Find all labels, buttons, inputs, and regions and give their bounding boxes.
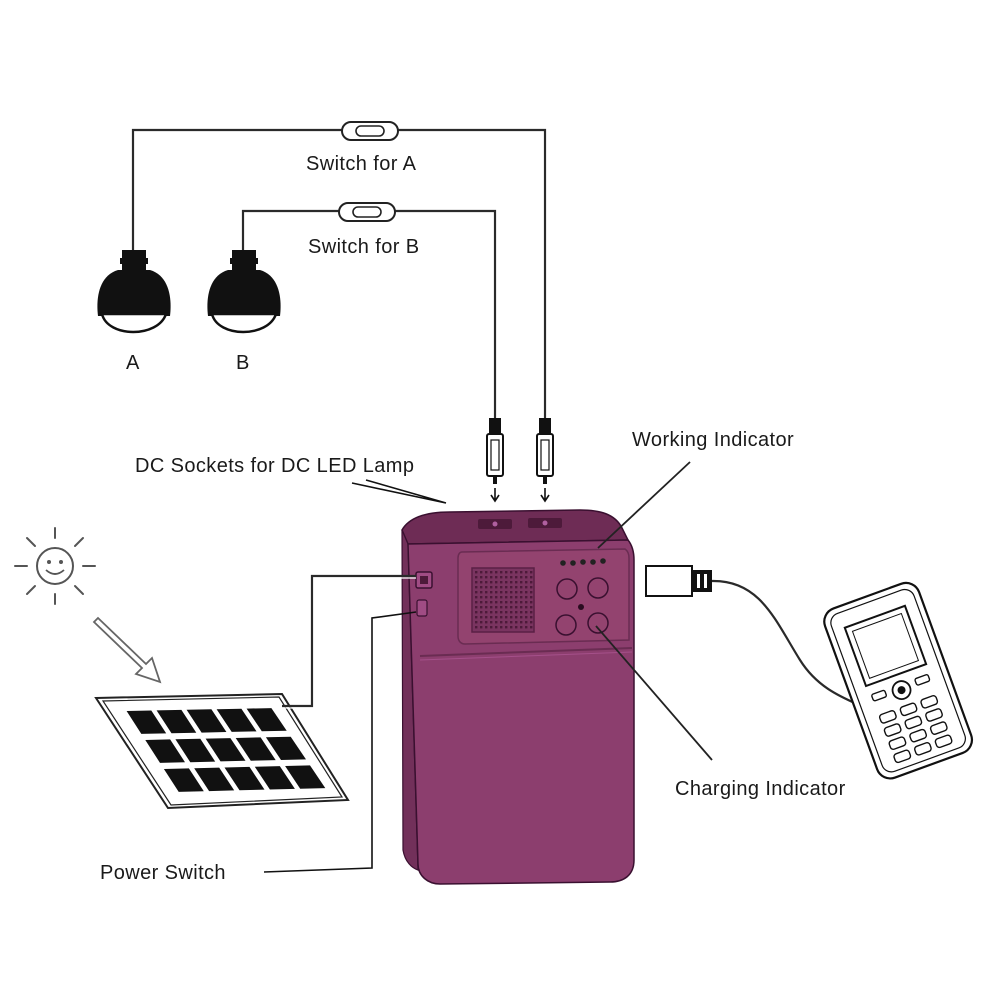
phone-key xyxy=(934,734,953,749)
working-indicator-leds xyxy=(560,558,606,566)
phone-charging-cable xyxy=(711,579,871,711)
solar-cell xyxy=(163,768,204,792)
speaker-grille-icon xyxy=(471,567,535,633)
solar-cell xyxy=(216,708,257,732)
mobile-phone xyxy=(823,581,974,780)
solar-cell xyxy=(265,736,306,760)
solar-cell xyxy=(156,709,197,734)
solar-cell xyxy=(254,766,295,790)
solar-cell xyxy=(235,737,276,761)
dc-sockets-pointer xyxy=(351,479,447,504)
solar-cell xyxy=(186,709,227,733)
phone-key xyxy=(904,715,923,730)
phone-key xyxy=(899,702,918,717)
dc-plug-b xyxy=(486,418,504,503)
led-bulb-icon xyxy=(207,250,281,334)
sun-icon xyxy=(14,527,96,605)
solar-cell xyxy=(145,739,185,763)
switch-b xyxy=(338,202,396,222)
lamp-a-label: A xyxy=(126,352,140,374)
power-bank-device xyxy=(401,509,635,885)
phone-key xyxy=(883,723,902,737)
solar-cell xyxy=(285,765,326,789)
switch-a-label: Switch for A xyxy=(306,153,417,175)
solar-cell xyxy=(205,738,246,762)
solar-panel xyxy=(94,692,350,810)
usb-plug xyxy=(645,565,712,597)
sunlight-arrow xyxy=(92,616,162,684)
device-buttons xyxy=(555,577,609,636)
charging-indicator-pointer xyxy=(595,625,713,761)
phone-key xyxy=(893,749,912,764)
power-switch-label: Power Switch xyxy=(100,862,226,884)
charging-indicator-label: Charging Indicator xyxy=(675,778,846,800)
usb-plug-icon xyxy=(645,565,712,597)
switch-a xyxy=(341,121,399,141)
working-indicator-pointer xyxy=(597,461,691,549)
switch-b-label: Switch for B xyxy=(308,236,420,258)
solar-panel-icon xyxy=(94,692,350,810)
solar-cell xyxy=(175,738,216,763)
dc-plug-a xyxy=(536,418,554,503)
led-bulb-a: A xyxy=(97,250,171,374)
solar-cell xyxy=(126,710,167,734)
solar-cell xyxy=(194,767,235,792)
solar-cell xyxy=(224,766,265,791)
phone-key xyxy=(925,708,943,722)
lamp-b-cable xyxy=(241,209,497,430)
led-bulb-b: B xyxy=(207,250,281,374)
dc-plug-icon xyxy=(486,418,504,484)
phone-key xyxy=(888,736,907,751)
phone-key xyxy=(920,695,939,709)
mobile-phone-icon xyxy=(823,581,974,780)
phone-key xyxy=(914,741,932,756)
lamp-a-cable xyxy=(131,128,547,430)
power-switch-pointer xyxy=(263,611,417,873)
phone-key xyxy=(909,728,928,743)
lamp-b-label: B xyxy=(236,352,250,374)
dc-sockets-label: DC Sockets for DC LED Lamp xyxy=(135,455,414,477)
dc-plug-icon xyxy=(536,418,554,484)
phone-key xyxy=(929,721,948,735)
phone-key xyxy=(878,710,897,724)
led-bulb-icon xyxy=(97,250,171,334)
solar-cell xyxy=(246,708,287,732)
working-indicator-label: Working Indicator xyxy=(632,429,794,451)
solar-panel-cable xyxy=(282,574,416,708)
